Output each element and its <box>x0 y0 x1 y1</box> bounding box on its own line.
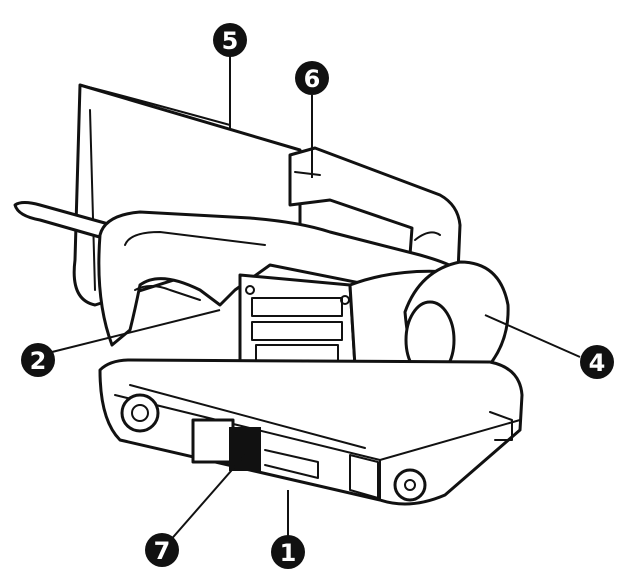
callout-5: 5 <box>213 23 247 57</box>
callout-4: 4 <box>580 345 614 379</box>
callout-5-label: 5 <box>222 27 239 55</box>
callout-6-label: 6 <box>304 65 321 93</box>
callout-1-label: 1 <box>280 539 297 567</box>
front-knob <box>403 260 510 390</box>
leader-7 <box>167 454 246 544</box>
rear-handle <box>288 146 462 274</box>
callout-1: 1 <box>271 535 305 569</box>
callout-6: 6 <box>295 61 329 95</box>
base-belt <box>98 358 524 506</box>
callout-4-label: 4 <box>589 349 606 377</box>
leader-2 <box>51 309 221 353</box>
callout-2-label: 2 <box>30 347 47 375</box>
handle-housing <box>97 210 457 347</box>
callout-2: 2 <box>21 343 55 377</box>
callout-7-label: 7 <box>154 537 171 565</box>
leader-lines <box>51 55 581 544</box>
leader-4 <box>484 314 581 358</box>
callout-7: 7 <box>145 533 179 567</box>
